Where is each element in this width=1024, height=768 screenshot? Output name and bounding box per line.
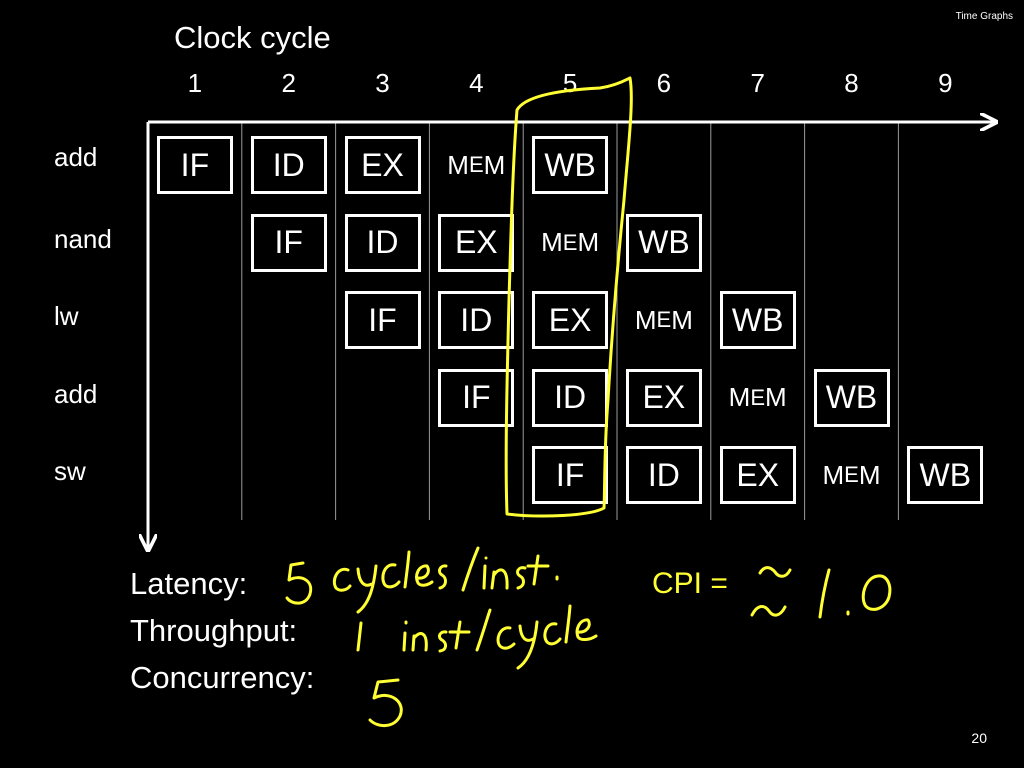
stage-ex: EX [719, 446, 796, 504]
slide-corner-title: Time Graphs [955, 11, 1013, 22]
instruction-label: lw [54, 301, 79, 331]
throughput-handwriting-e [575, 618, 598, 641]
throughput-handwriting-slash [475, 608, 492, 652]
stage-wb: WB [625, 213, 702, 272]
instruction-label: nand [54, 223, 112, 254]
latency-handwriting-e [415, 564, 434, 587]
latency-handwriting-c [332, 567, 352, 592]
stage-id: ID [532, 368, 609, 427]
latency-handwriting-s2 [516, 566, 527, 590]
latency-handwriting-i [482, 556, 488, 590]
cycle-number: 6 [656, 68, 672, 98]
clock-cycle-title: Clock cycle [174, 20, 331, 55]
stage-if: IF [156, 136, 233, 194]
cycle-number: 8 [844, 68, 859, 98]
throughput-handwriting-l [564, 604, 572, 644]
instruction-label: sw [54, 456, 86, 486]
stage-wb: WB [813, 368, 890, 427]
throughput-handwriting-i [402, 620, 408, 652]
highlight-cycle-outline [504, 76, 633, 518]
latency-handwriting-y [356, 564, 378, 614]
stage-id: ID [438, 291, 515, 349]
stage-ex: EX [532, 291, 609, 349]
latency-handwriting-5 [285, 561, 313, 605]
throughput-handwriting-c [496, 626, 516, 650]
instruction-label: add [54, 142, 98, 172]
cycle-number: 2 [281, 68, 296, 98]
cycle-number: 1 [187, 68, 203, 98]
cpi-handwriting-approx-bottom [750, 605, 787, 617]
throughput-handwriting-s [437, 630, 448, 653]
concurrency-handwriting-5 [368, 678, 403, 727]
stage-if: IF [250, 213, 327, 272]
stage-id: ID [344, 213, 421, 272]
cycle-number: 7 [750, 68, 765, 98]
stage-ex: EX [625, 368, 702, 427]
latency-handwriting-l [403, 550, 411, 589]
instruction-label: add [54, 378, 98, 409]
latency-handwriting-n [490, 568, 509, 590]
stage-id: ID [625, 446, 702, 504]
stage-wb: WB [719, 291, 796, 349]
throughput-handwriting-n [411, 632, 428, 652]
latency-handwriting-slash [461, 546, 480, 592]
throughput-handwriting-y [516, 620, 539, 670]
stage-if: IF [344, 291, 421, 349]
cpi-handwriting-0 [861, 574, 892, 611]
latency-handwriting-t [526, 554, 550, 586]
cpi-label: CPI = [652, 567, 728, 600]
throughput-label: Throughput: [130, 613, 298, 648]
cycle-number: 3 [375, 68, 390, 98]
throughput-handwriting-1 [356, 621, 363, 652]
latency-handwriting-s [437, 564, 448, 590]
stage-ex: EX [438, 213, 515, 272]
stage-wb: WB [907, 446, 984, 504]
stage-wb: WB [532, 136, 609, 194]
cpi-handwriting-approx-top [758, 566, 792, 578]
stage-id: ID [250, 136, 327, 194]
latency-handwriting-c2 [381, 563, 401, 589]
latency-label: Latency: [130, 566, 248, 601]
stage-if: IF [438, 368, 515, 427]
stage-ex: EX [344, 136, 421, 194]
stage-if: IF [532, 446, 609, 504]
cpi-handwriting-1 [818, 568, 831, 619]
concurrency-label: Concurrency: [130, 660, 315, 695]
throughput-handwriting-t [448, 620, 471, 650]
cycle-number: 4 [469, 68, 484, 98]
page-number: 20 [971, 730, 987, 746]
throughput-handwriting-c2 [543, 622, 562, 646]
cycle-number: 9 [938, 68, 953, 98]
